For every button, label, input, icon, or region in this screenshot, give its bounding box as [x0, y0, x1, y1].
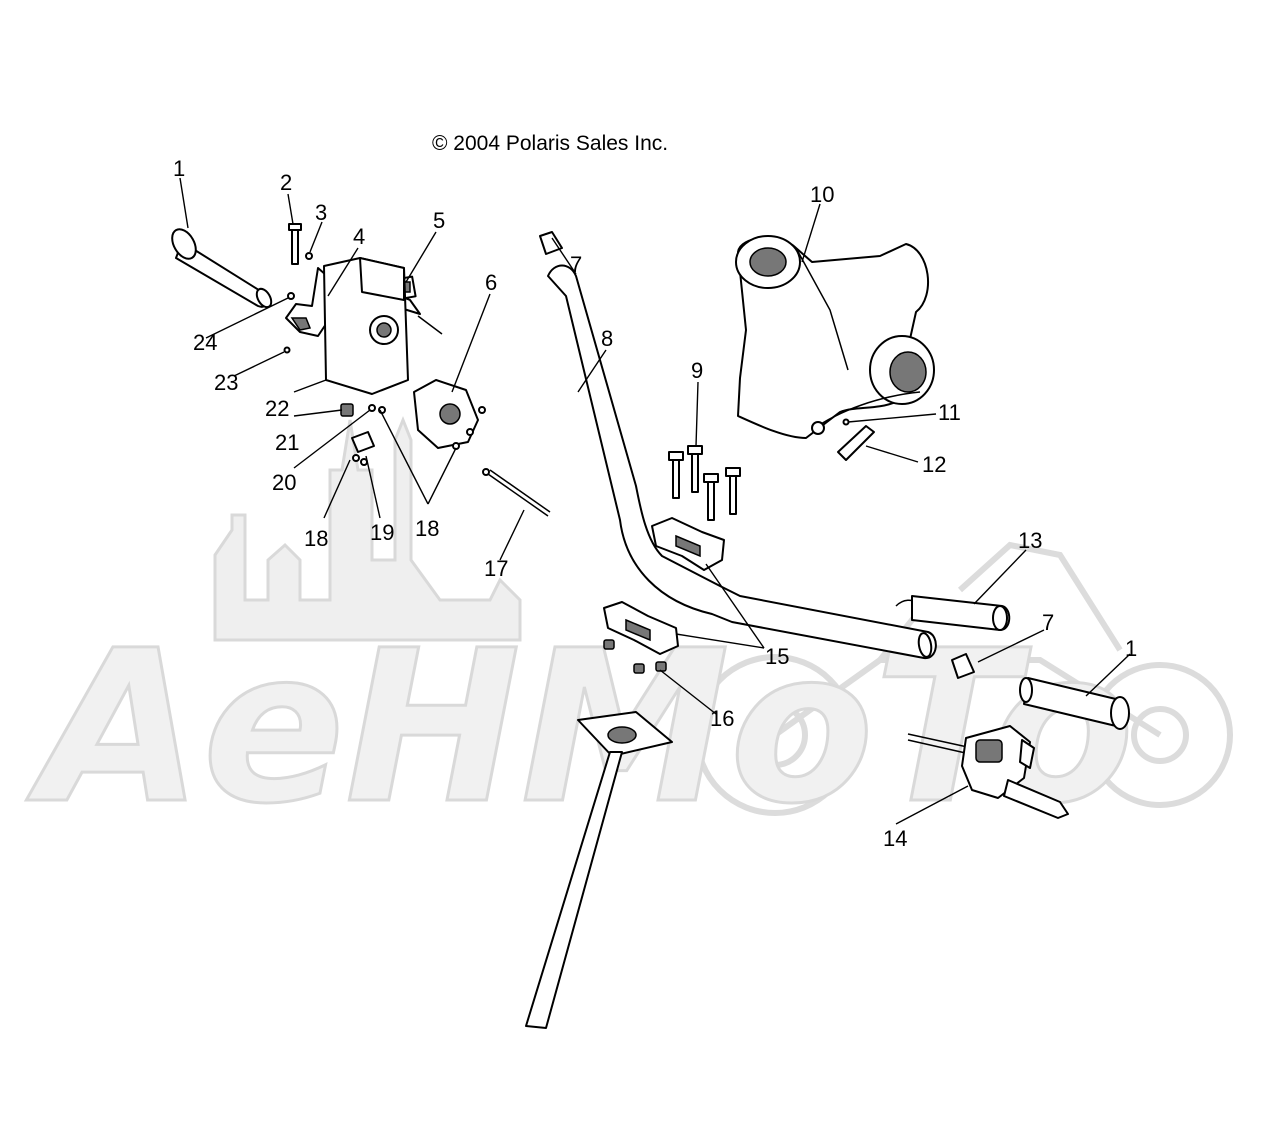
callout-8: 8 [601, 326, 613, 351]
callout-16: 16 [710, 706, 734, 731]
leader-lines [179, 177, 1131, 825]
part-pin-23 [283, 346, 291, 354]
callout-20: 20 [272, 470, 296, 495]
callout-24: 24 [193, 330, 217, 355]
callout-13: 13 [1018, 528, 1042, 553]
part-handlebar-pod [735, 235, 935, 439]
part-bushing-21 [340, 403, 354, 417]
part-screw-2 [288, 223, 302, 265]
callout-1-left-grip: 1 [173, 156, 185, 181]
callout-19: 19 [370, 520, 394, 545]
callout-3: 3 [315, 200, 327, 225]
part-clamp-upper [651, 517, 725, 571]
part-bolts-9 [668, 445, 741, 521]
callout-17: 17 [484, 556, 508, 581]
callout-15: 15 [765, 644, 789, 669]
part-throttle-cable [482, 468, 551, 517]
part-bracket-11 [811, 391, 921, 435]
part-brake-master-cylinder [907, 725, 1069, 819]
callout-18-left: 18 [304, 526, 328, 551]
part-cover-19 [351, 431, 375, 453]
callout-23: 23 [214, 370, 238, 395]
part-handlebar [547, 264, 937, 660]
part-screw-18c [360, 458, 368, 466]
callout-7-lower: 7 [1042, 610, 1054, 635]
callout-1-right-grip: 1 [1125, 636, 1137, 661]
part-steering-post [525, 711, 673, 1029]
watermark: AeHMoTo [25, 415, 1233, 852]
callout-4: 4 [353, 224, 365, 249]
part-end-plug-lower [951, 653, 975, 679]
part-washer-24 [287, 292, 295, 300]
callout-11: 11 [938, 400, 961, 425]
part-nuts-16 [603, 639, 667, 674]
callout-6: 6 [485, 270, 497, 295]
callout-labels: 1 2 3 4 5 6 7 8 9 10 11 12 13 7 1 14 15 … [173, 156, 1137, 851]
part-clamp-lower [603, 601, 679, 655]
part-screw-18a [352, 454, 360, 462]
part-screw-18b [378, 406, 386, 414]
part-throttle-housing [323, 257, 409, 395]
watermark-castle [213, 415, 522, 642]
callout-12: 12 [922, 452, 946, 477]
callout-9: 9 [691, 358, 703, 383]
part-screw-20 [368, 404, 376, 412]
callout-10: 10 [810, 182, 834, 207]
part-right-grip [1019, 677, 1130, 730]
part-heated-grip [895, 595, 1011, 631]
part-end-plug-upper [539, 231, 563, 255]
part-strip-12 [837, 425, 875, 461]
callout-22: 22 [265, 396, 289, 421]
callout-21: 21 [275, 430, 299, 455]
part-left-grip [171, 228, 273, 309]
callout-7-upper: 7 [570, 252, 582, 277]
callout-14: 14 [883, 826, 907, 851]
callout-5: 5 [433, 208, 445, 233]
callout-2: 2 [280, 170, 292, 195]
copyright-notice: © 2004 Polaris Sales Inc. [432, 132, 668, 155]
part-pin-3 [305, 252, 313, 260]
callout-18-right: 18 [415, 516, 439, 541]
watermark-text: AeHMoTo [26, 605, 1134, 850]
part-housing-cover [413, 379, 486, 450]
